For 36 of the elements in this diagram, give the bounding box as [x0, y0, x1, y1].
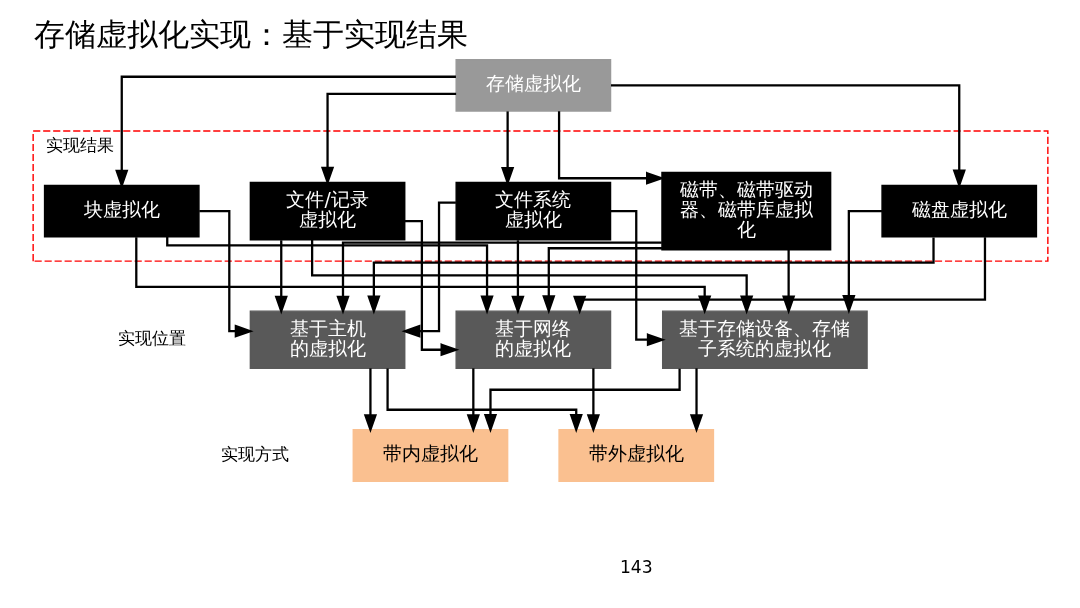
arrow [557, 111, 665, 185]
label: 143 [619, 556, 653, 577]
arrow [310, 239, 753, 315]
diagram-title: 存储虚拟化实现：基于实现结果 [33, 15, 468, 52]
node-box: 磁带、磁带驱动器、磁带库虚拟化 [660, 171, 831, 251]
node-box: 存储虚拟化 [454, 58, 611, 112]
arrow [335, 241, 662, 315]
arrow [165, 237, 494, 315]
arrow [363, 368, 377, 434]
label: 实现方式 [220, 443, 289, 464]
arrow [841, 209, 882, 314]
arrow [366, 237, 935, 315]
node-box: 基于存储设备、存储子系统的虚拟化 [661, 310, 868, 370]
arrow [541, 247, 662, 315]
node-box: 带内虚拟化 [352, 429, 508, 482]
arrow [274, 240, 288, 315]
arrow [385, 368, 583, 433]
node-box: 磁盘虚拟化 [880, 184, 1037, 238]
node-box: 基于主机的虚拟化 [249, 310, 405, 370]
arrow [586, 368, 600, 434]
node-box: 文件系统虚拟化 [454, 181, 611, 241]
node-box: 块虚拟化 [43, 184, 200, 238]
arrow [572, 237, 986, 315]
arrow [466, 368, 480, 434]
arrow [404, 219, 459, 357]
arrow [610, 209, 666, 347]
arrow [483, 368, 681, 433]
node-box: 带外虚拟化 [557, 429, 714, 482]
arrow [198, 209, 254, 338]
arrow [510, 240, 525, 315]
arrow [689, 368, 703, 434]
label: 实现位置 [117, 328, 186, 349]
node-box: 基于网络的虚拟化 [454, 310, 611, 370]
arrow [134, 237, 711, 315]
node-box: 文件/记录虚拟化 [249, 181, 405, 241]
arrow [781, 249, 795, 315]
